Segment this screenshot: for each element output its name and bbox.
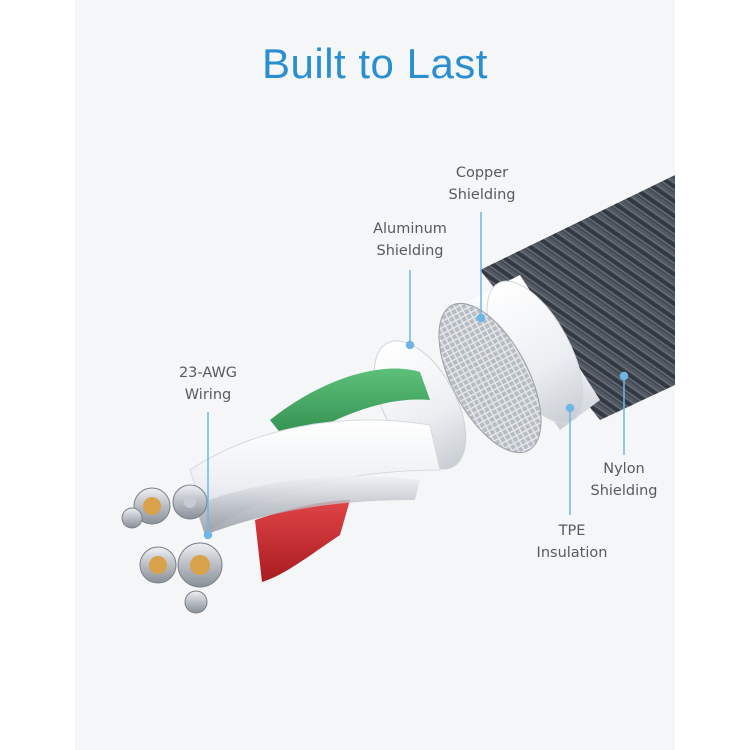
tpe-insulation-label: TPE Insulation (522, 520, 622, 564)
aluminum-shielding-label-line2: Shielding (376, 243, 444, 259)
white-wire-bundle (189, 419, 441, 535)
callout-lines (203, 212, 629, 540)
aluminum-shielding-label-line1: Aluminum (373, 221, 447, 237)
tpe-insulation-label-line1: TPE (558, 523, 586, 539)
wiring-label-line2: Wiring (184, 387, 232, 403)
strand-bundle (133, 487, 171, 525)
copper-shielding-label-line1: Copper (455, 165, 509, 181)
wire-strand-bundles (121, 484, 223, 614)
nylon-braid-jacket (480, 175, 675, 420)
nylon-shielding-label-line1: Nylon (603, 461, 645, 477)
strand-bundle (139, 546, 177, 584)
strand-bundle (121, 507, 143, 529)
copper-shielding-label: Copper Shielding (432, 162, 532, 206)
red-wire (255, 500, 350, 582)
nylon-shielding-label-line2: Shielding (590, 483, 658, 499)
tpe-insulation-label-line2: Insulation (536, 545, 608, 561)
wiring-label-line1: 23-AWG (178, 365, 238, 381)
copper-shielding-label-line2: Shielding (448, 187, 516, 203)
nylon-shielding-label: Nylon Shielding (574, 458, 674, 502)
copper-mesh-shielding (438, 302, 542, 454)
strand-bundle (172, 484, 208, 520)
strand-bundle (177, 542, 223, 588)
wiring-label: 23-AWG Wiring (158, 362, 258, 406)
aluminum-shielding-label: Aluminum Shielding (355, 218, 465, 262)
strand-bundle (184, 590, 208, 614)
page-title: Built to Last (262, 40, 488, 87)
